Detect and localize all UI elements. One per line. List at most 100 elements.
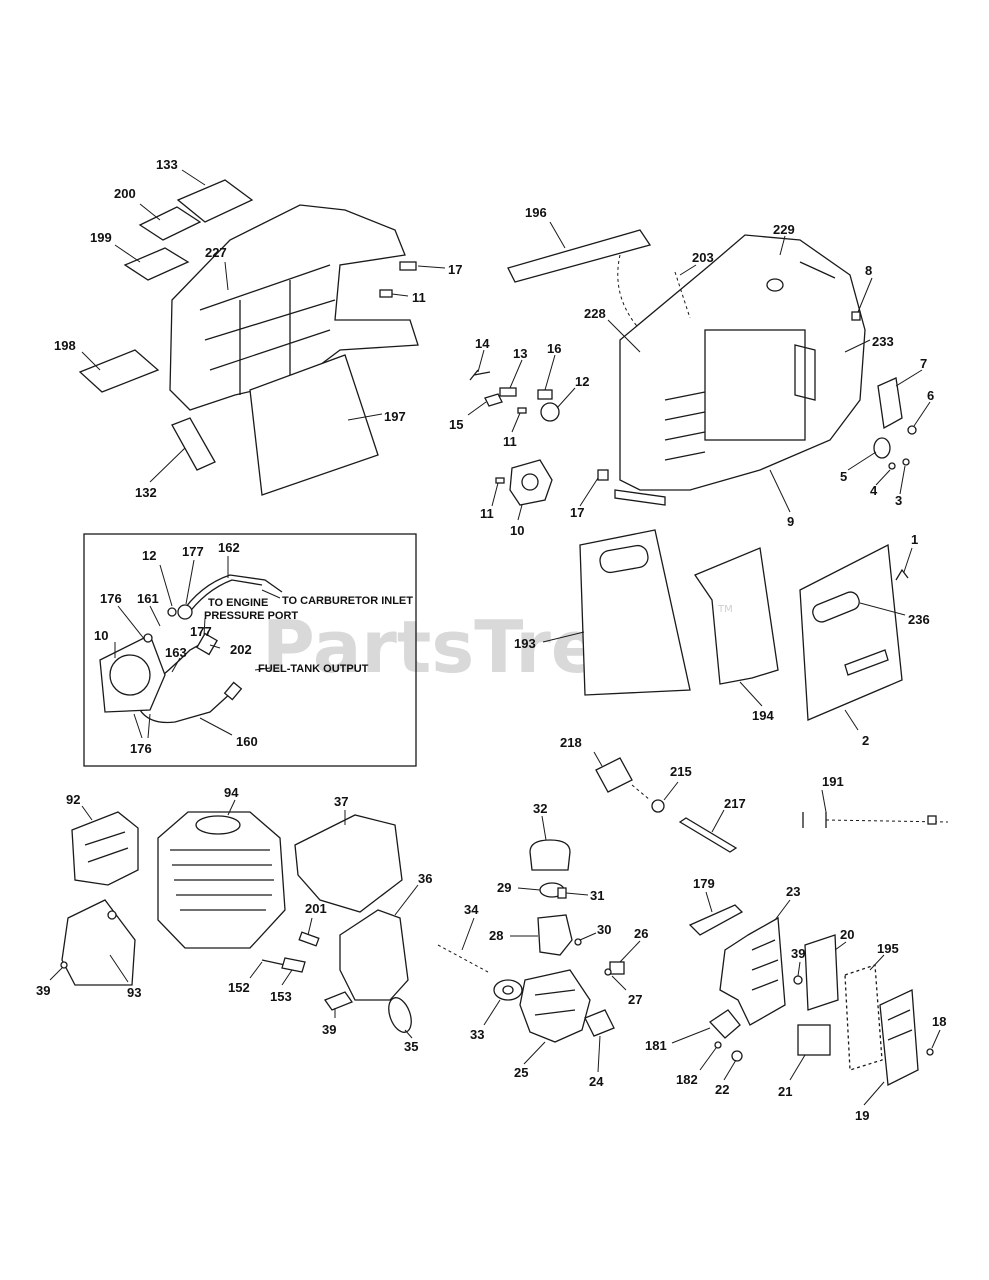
label-161: 161 xyxy=(137,591,159,606)
label-12-inset: 12 xyxy=(142,548,156,563)
part-195-gasket xyxy=(844,964,883,1071)
note-pressure-port: PRESSURE PORT xyxy=(204,610,298,622)
label-217: 217 xyxy=(724,796,746,811)
part-32-cap xyxy=(529,839,571,871)
part-39-screw-b xyxy=(323,991,354,1011)
label-39-right: 39 xyxy=(791,946,805,961)
label-194: 194 xyxy=(752,708,774,723)
part-182-screw xyxy=(714,1041,722,1049)
label-197: 197 xyxy=(384,409,406,424)
label-152: 152 xyxy=(228,980,250,995)
part-37-shroud xyxy=(294,814,403,913)
control-panel-group xyxy=(671,891,941,1106)
part-20-cover xyxy=(804,934,839,1011)
label-179: 179 xyxy=(693,876,715,891)
label-228: 228 xyxy=(584,306,606,321)
part-194-seal xyxy=(694,547,779,685)
label-176-inset-top: 176 xyxy=(100,591,122,606)
label-236: 236 xyxy=(908,612,930,627)
label-177-inset-top: 177 xyxy=(182,544,204,559)
part-18-screw xyxy=(926,1048,934,1056)
label-18: 18 xyxy=(932,1014,946,1029)
part-24-spacer xyxy=(584,1009,615,1037)
part-203-rod xyxy=(674,271,691,319)
label-17-mid: 17 xyxy=(570,505,584,520)
handle-parts-group xyxy=(593,751,949,853)
label-36: 36 xyxy=(418,871,432,886)
part-200-pad xyxy=(138,206,202,241)
part-202-fitting xyxy=(196,632,218,656)
part-179-bracket xyxy=(688,904,744,936)
label-133: 133 xyxy=(156,157,178,172)
label-10-top: 10 xyxy=(510,523,524,538)
label-215: 215 xyxy=(670,764,692,779)
part-39-screw-a xyxy=(60,961,68,969)
label-26: 26 xyxy=(634,926,648,941)
label-25: 25 xyxy=(514,1065,528,1080)
part-15-clamp xyxy=(484,393,503,407)
side-panels-group xyxy=(542,529,913,731)
label-32: 32 xyxy=(533,801,547,816)
label-30: 30 xyxy=(597,922,611,937)
part-11-screw-b xyxy=(517,407,527,414)
label-9: 9 xyxy=(787,514,794,529)
label-132: 132 xyxy=(135,485,157,500)
part-2-panel xyxy=(799,543,903,721)
carburetor-group xyxy=(437,815,641,1073)
part-21-block xyxy=(797,1024,831,1056)
label-163: 163 xyxy=(165,645,187,660)
label-202: 202 xyxy=(230,642,252,657)
label-233: 233 xyxy=(872,334,894,349)
label-2: 2 xyxy=(862,733,869,748)
label-21: 21 xyxy=(778,1084,792,1099)
note-to-carburetor-inlet: TO CARBURETOR INLET xyxy=(282,595,413,607)
part-181-switch xyxy=(709,1009,741,1039)
part-191-cable xyxy=(825,819,949,823)
note-fuel-tank-output: FUEL-TANK OUTPUT xyxy=(258,663,369,675)
part-1-screw xyxy=(895,568,909,581)
front-housing-group xyxy=(507,221,931,513)
part-26-bolt xyxy=(609,961,625,975)
part-31-spring xyxy=(557,887,567,899)
label-8: 8 xyxy=(865,263,872,278)
label-29: 29 xyxy=(497,880,511,895)
label-14: 14 xyxy=(475,336,490,351)
part-17-clip-a xyxy=(399,261,417,271)
part-199-strip xyxy=(123,247,190,281)
part-12-grommet xyxy=(540,402,560,422)
label-24: 24 xyxy=(589,1074,604,1089)
label-229: 229 xyxy=(773,222,795,237)
part-161-clamp xyxy=(143,633,153,643)
label-200: 200 xyxy=(114,186,136,201)
label-11-top: 11 xyxy=(412,290,426,305)
label-39-mid: 39 xyxy=(322,1022,336,1037)
part-153-clip xyxy=(281,957,306,973)
note-to-engine: TO ENGINE xyxy=(208,597,268,609)
part-197-panel xyxy=(249,354,379,496)
label-27: 27 xyxy=(628,992,642,1007)
label-193: 193 xyxy=(514,636,536,651)
label-33: 33 xyxy=(470,1027,484,1042)
part-11-screw-c xyxy=(495,477,505,484)
label-92: 92 xyxy=(66,792,80,807)
label-12-top: 12 xyxy=(575,374,589,389)
part-39-screw-c xyxy=(793,975,803,985)
label-94: 94 xyxy=(224,785,239,800)
label-37: 37 xyxy=(334,794,348,809)
label-11-low: 11 xyxy=(480,506,494,521)
label-195: 195 xyxy=(877,941,899,956)
label-5: 5 xyxy=(840,469,847,484)
label-6: 6 xyxy=(927,388,934,403)
part-4-washer xyxy=(888,462,896,470)
part-14-pin xyxy=(469,369,491,381)
part-3-screw xyxy=(902,458,910,466)
fuel-routing-inset xyxy=(83,533,417,767)
label-13: 13 xyxy=(513,346,527,361)
part-12-grommet-inset xyxy=(177,604,193,620)
part-201-pin xyxy=(298,931,320,947)
label-199: 199 xyxy=(90,230,112,245)
part-13-fitting xyxy=(499,387,517,397)
label-31: 31 xyxy=(590,888,604,903)
label-3: 3 xyxy=(895,493,902,508)
